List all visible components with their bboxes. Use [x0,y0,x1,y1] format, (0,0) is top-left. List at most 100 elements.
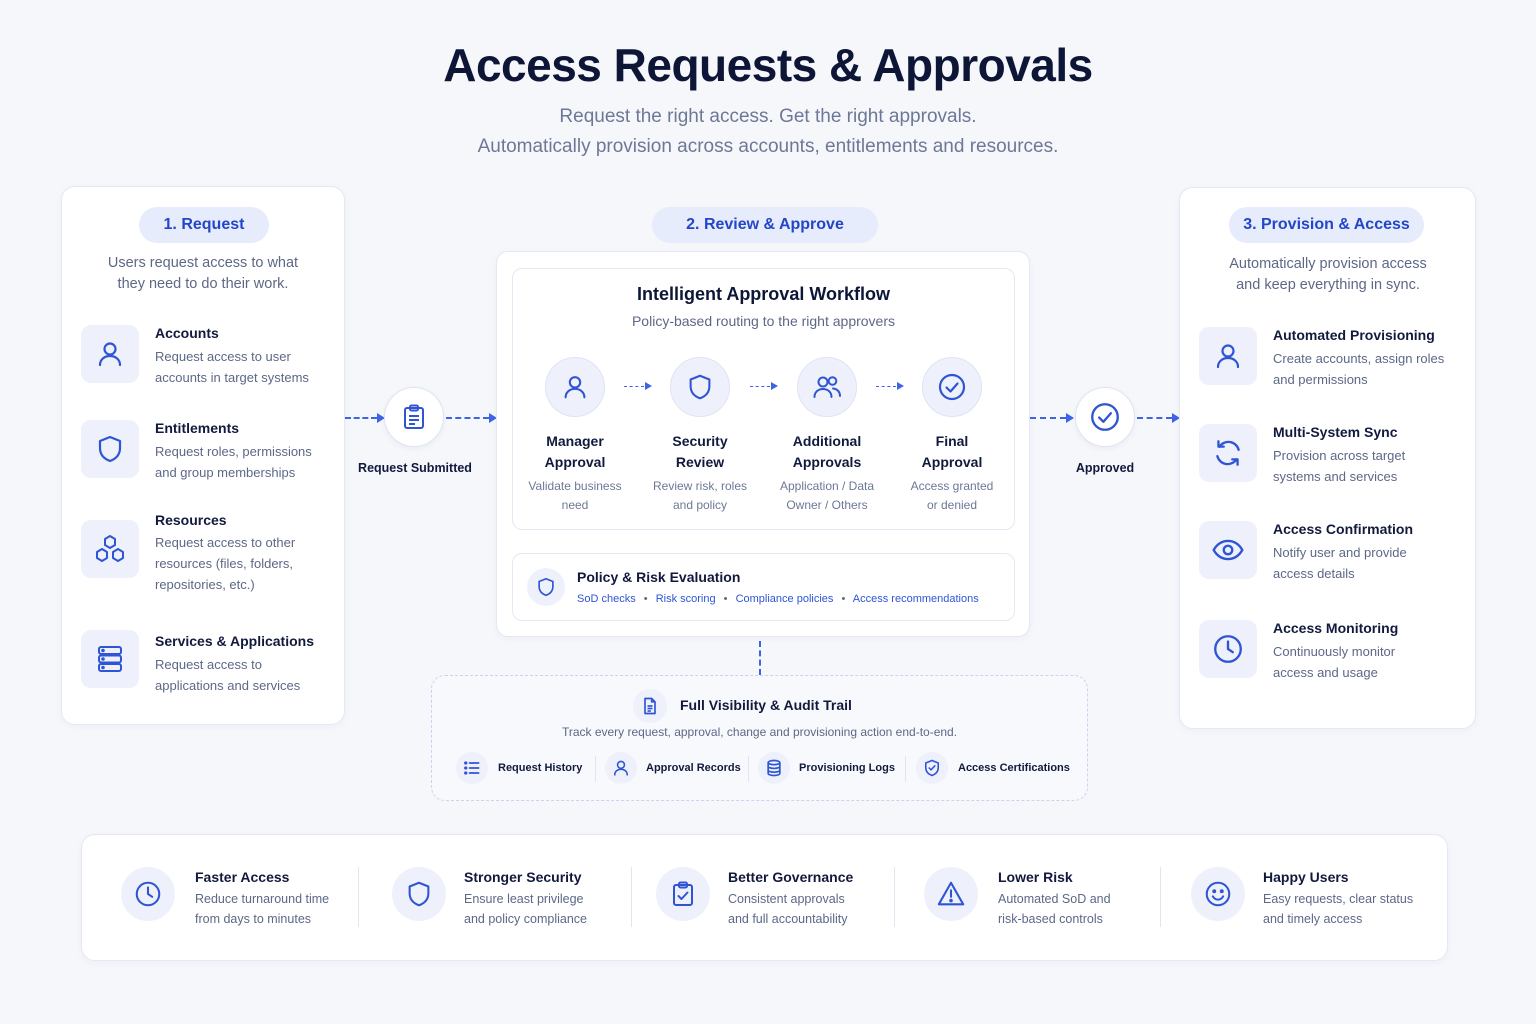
workflow-step-final[interactable]: Final Approval Access granted or denied [892,431,1012,515]
users-icon [797,357,857,417]
request-item-services[interactable] [81,630,139,688]
shield-icon [670,357,730,417]
request-item-entitlements[interactable] [81,420,139,478]
flow-connector [446,417,489,419]
user-icon [81,325,139,383]
provision-desc-line1: Automatically provision access [1229,256,1427,272]
workflow-step-additional[interactable]: Additional Approvals Application / Data … [767,431,887,515]
benefit-desc-line: from days to minutes [195,912,312,926]
step-title-line: Review [675,454,725,470]
step-desc-line: Owner / Others [786,498,868,512]
sync-icon [1199,424,1257,482]
provision-item-automated[interactable] [1199,327,1257,385]
provision-item-desc-line: Continuously monitor [1273,644,1396,659]
shield-icon [81,420,139,478]
request-desc-line1: Users request access to what [107,255,299,271]
list-icon [456,752,488,784]
step-desc-line: and policy [672,498,728,512]
request-desc-line2: they need to do their work. [117,276,289,292]
step-desc-line: Review risk, roles [652,479,748,493]
policy-tag: Risk scoring [655,593,716,605]
policy-tag: Access recommendations [852,593,979,605]
clipboard-icon [384,387,444,447]
step-arrow [645,382,652,390]
step-connector [750,386,770,387]
request-item-resources[interactable] [81,520,139,578]
provision-description: Automatically provision access and keep … [1186,254,1470,296]
check-circle-icon [922,357,982,417]
audit-description: Track every request, approval, change an… [561,725,958,739]
policy-tag: Compliance policies [735,593,834,605]
divider [894,867,895,927]
provision-item-title: Automated Provisioning [1273,327,1435,343]
audit-title: Full Visibility & Audit Trail [680,697,852,713]
divider [595,756,596,782]
audit-item-provisioning-logs[interactable]: Provisioning Logs [758,752,895,784]
divider [905,756,906,782]
divider [748,756,749,782]
clock-icon [121,867,175,921]
step-connector [876,386,896,387]
provision-item-title: Access Confirmation [1273,521,1414,537]
step-title-line: Final [935,433,969,449]
flow-arrow [1172,413,1180,423]
provision-item-desc-line: Provision across target [1273,448,1406,463]
audit-item-approval-records[interactable]: Approval Records [605,752,741,784]
provision-item-desc-line: systems and services [1273,469,1398,484]
benefit-title: Faster Access [195,869,290,885]
user-icon [1199,327,1257,385]
request-item-desc: Request access to user accounts in targe… [155,346,335,388]
audit-item-access-certifications[interactable]: Access Certifications [916,752,1070,784]
provision-item-sync[interactable] [1199,424,1257,482]
request-description: Users request access to what they need t… [70,253,336,295]
benefit-faster-access: Faster Access Reduce turnaround time fro… [195,869,329,929]
benefit-desc-line: risk-based controls [998,912,1103,926]
check-circle-icon [1075,387,1135,447]
divider [358,867,359,927]
user-icon [545,357,605,417]
request-item-desc-line: Request roles, permissions [155,444,312,459]
request-item-desc: Request access to other resources (files… [155,532,335,595]
tag-separator: • [643,593,648,605]
provision-item-desc: Provision across target systems and serv… [1273,445,1468,487]
provision-item-desc-line: Notify user and provide [1273,545,1407,560]
request-item-desc: Request access to applications and servi… [155,654,335,696]
page-title: Access Requests & Approvals [443,39,1093,91]
provision-stage-pill: 3. Provision & Access [1229,207,1424,243]
benefit-desc-line: and full accountability [728,912,848,926]
benefit-desc-line: Reduce turnaround time [195,892,330,906]
request-item-title: Services & Applications [155,633,314,649]
request-item-accounts[interactable] [81,325,139,383]
approved-label: Approved [1075,461,1135,475]
workflow-step-security[interactable]: Security Review Review risk, roles and p… [640,431,760,515]
benefit-title: Lower Risk [998,869,1073,885]
benefit-stronger-security: Stronger Security Ensure least privilege… [464,869,587,929]
audit-item-request-history[interactable]: Request History [456,752,582,784]
benefit-lower-risk: Lower Risk Automated SoD and risk-based … [998,869,1111,929]
benefit-desc-line: Easy requests, clear status [1263,892,1414,906]
workflow-step-manager[interactable]: Manager Approval Validate business need [515,431,635,515]
tag-separator: • [723,593,728,605]
benefit-better-governance: Better Governance Consistent approvals a… [728,869,853,929]
request-submitted-label: Request Submitted [358,461,472,475]
policy-tags: SoD checks • Risk scoring • Compliance p… [577,593,979,605]
request-item-desc-line: accounts in target systems [155,370,309,385]
provision-item-desc-line: Create accounts, assign roles [1273,351,1445,366]
divider [631,867,632,927]
request-item-desc-line: applications and services [155,678,301,693]
provision-item-desc-line: access details [1273,566,1355,581]
step-title-line: Manager [546,433,604,449]
benefit-title: Stronger Security [464,869,582,885]
benefit-desc-line: Ensure least privilege [464,892,584,906]
audit-item-label: Request History [498,762,583,774]
workflow-title: Intelligent Approval Workflow [636,284,890,304]
step-title-line: Approvals [792,454,862,470]
benefit-desc-line: Automated SoD and [998,892,1111,906]
provision-item-monitoring[interactable] [1199,620,1257,678]
step-desc-line: or denied [926,498,978,512]
workflow-subtitle: Policy-based routing to the right approv… [631,313,896,329]
provision-item-confirmation[interactable] [1199,521,1257,579]
audit-item-label: Approval Records [646,762,741,774]
request-item-desc: Request roles, permissions and group mem… [155,441,335,483]
request-stage-pill: 1. Request [139,207,269,243]
